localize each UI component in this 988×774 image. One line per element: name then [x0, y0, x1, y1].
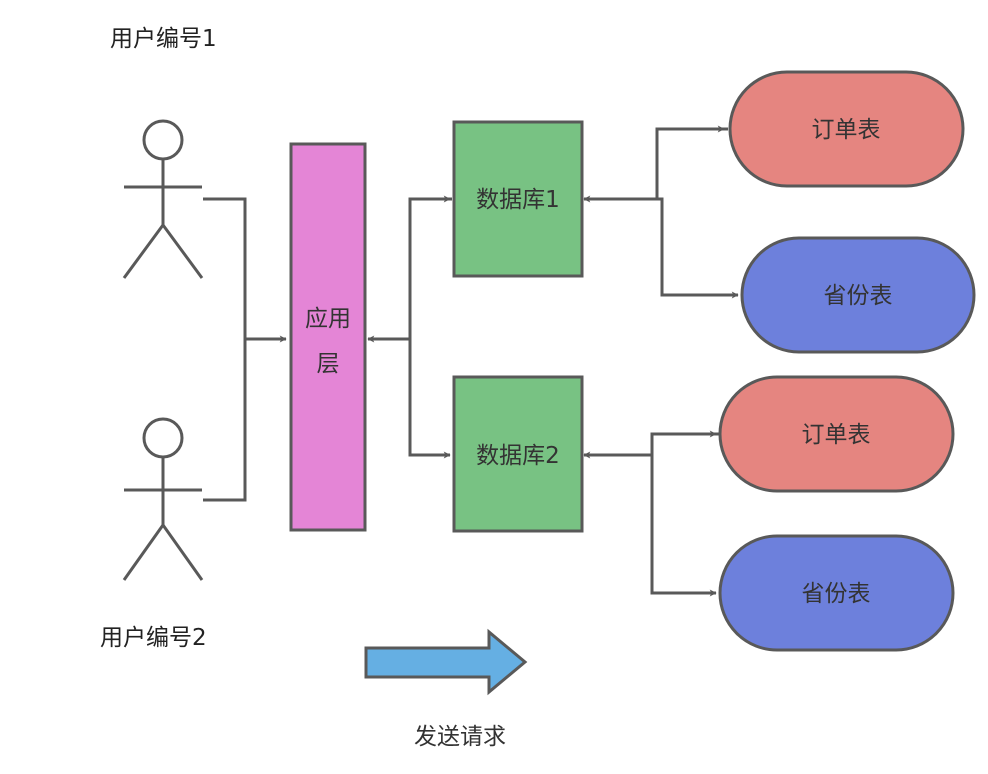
node-database-2: 数据库2 [452, 375, 584, 533]
actor-label-user-1: 用户编号1 [110, 26, 217, 52]
edges [203, 125, 739, 597]
right-arrow-icon [364, 628, 528, 696]
node-database-1: 数据库1 [452, 120, 584, 278]
legend-send-request: 发送请求 [364, 628, 528, 750]
node-order-table-1: 订单表 [728, 70, 965, 188]
node-province-table-2: 省份表 [718, 534, 955, 652]
node-province-table-1: 省份表 [740, 236, 976, 354]
edge-app-to-db2 [408, 339, 451, 459]
stick-figure-icon [122, 417, 204, 581]
edge-user1-to-app [203, 197, 287, 343]
edge-db1-to-province1 [584, 197, 739, 299]
node-app-layer: 应用 层 [289, 142, 367, 532]
actor-user-2: 用户编号2 [100, 417, 207, 651]
edge-user2-to-app [203, 339, 247, 502]
app-layer-label-line-2: 层 [317, 351, 340, 377]
stick-figure-icon [122, 119, 204, 279]
actor-label-user-2: 用户编号2 [100, 625, 207, 651]
province-table-1-label: 省份表 [824, 283, 893, 309]
database-1-label: 数据库1 [476, 187, 560, 213]
order-table-1-label: 订单表 [812, 117, 881, 143]
edge-db2-to-order2 [650, 430, 717, 455]
database-2-label: 数据库2 [476, 443, 560, 469]
province-table-2-label: 省份表 [802, 581, 871, 607]
node-order-table-2: 订单表 [718, 375, 955, 493]
app-layer-label-line-1: 应用 [305, 306, 351, 332]
actor-user-1: 用户编号1 [110, 26, 217, 279]
edge-db2-to-province2 [584, 453, 717, 597]
legend-label: 发送请求 [414, 724, 506, 750]
edge-db1-to-order1 [655, 125, 725, 199]
edge-app-to-db1 [408, 195, 451, 339]
order-table-2-label: 订单表 [802, 422, 871, 448]
